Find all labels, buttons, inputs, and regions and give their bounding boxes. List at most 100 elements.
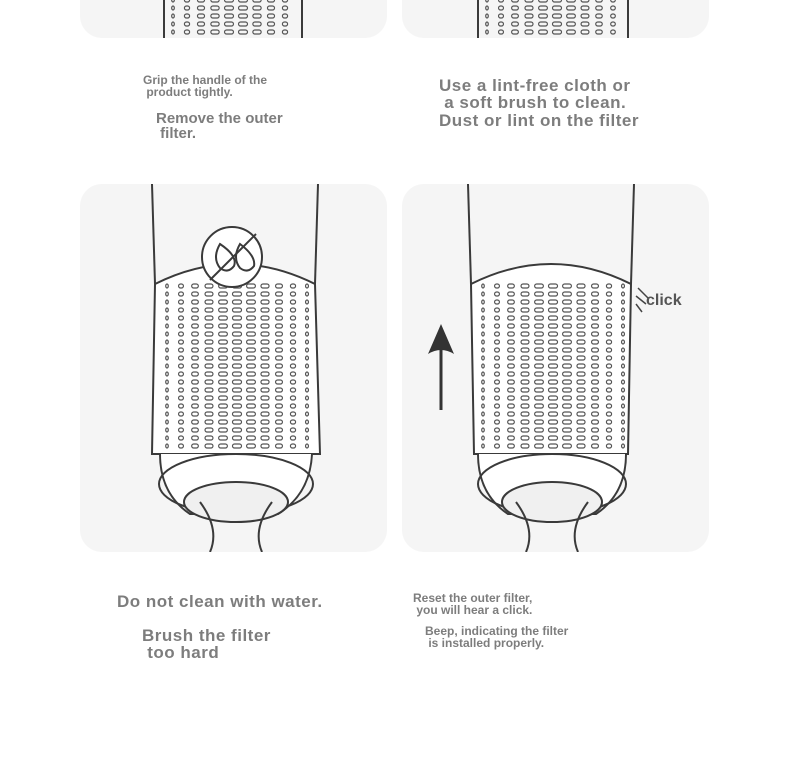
filter-hole bbox=[485, 21, 489, 27]
filter-hole bbox=[493, 315, 501, 321]
filter-hole bbox=[534, 363, 544, 369]
filter-hole bbox=[605, 339, 613, 345]
filter-hole bbox=[520, 355, 530, 361]
filter-hole bbox=[231, 371, 243, 377]
filter-hole bbox=[183, 5, 191, 11]
filter-hole bbox=[231, 443, 243, 449]
filter-hole bbox=[260, 283, 270, 289]
filter-hole bbox=[281, 29, 289, 35]
filter-hole bbox=[547, 371, 559, 377]
filter-hole bbox=[246, 427, 256, 433]
filter-hole bbox=[231, 411, 243, 417]
filter-hole bbox=[590, 419, 600, 425]
filter-hole bbox=[524, 29, 534, 35]
filter-hole bbox=[547, 395, 559, 401]
filter-hole bbox=[547, 347, 559, 353]
filter-hole bbox=[165, 411, 169, 417]
filter-hole bbox=[520, 427, 530, 433]
filter-hole bbox=[218, 435, 228, 441]
filter-hole bbox=[223, 13, 235, 19]
filter-hole bbox=[520, 419, 530, 425]
filter-hole bbox=[620, 419, 626, 425]
filter-hole bbox=[165, 339, 169, 345]
filter-hole bbox=[177, 307, 185, 313]
filter-hole bbox=[252, 13, 262, 19]
filter-hole bbox=[507, 347, 515, 353]
filter-hole bbox=[481, 371, 485, 377]
filter-hole bbox=[576, 323, 586, 329]
filter-hole bbox=[576, 371, 586, 377]
filter-hole bbox=[511, 0, 519, 3]
filter-hole bbox=[274, 339, 284, 345]
filter-hole bbox=[183, 0, 191, 3]
filter-hole bbox=[493, 339, 501, 345]
filter-hole bbox=[520, 435, 530, 441]
filter-hole bbox=[497, 5, 505, 11]
filter-hole bbox=[218, 379, 228, 385]
filter-hole bbox=[620, 395, 626, 401]
filter-hole bbox=[204, 411, 214, 417]
filter-hole bbox=[562, 363, 572, 369]
filter-hole bbox=[231, 355, 243, 361]
filter-hole bbox=[566, 0, 576, 3]
filter-hole bbox=[538, 21, 548, 27]
filter-hole bbox=[204, 443, 214, 449]
filter-hole bbox=[191, 323, 199, 329]
filter-hole bbox=[165, 443, 169, 449]
filter-hole bbox=[204, 403, 214, 409]
filter-hole bbox=[204, 339, 214, 345]
filter-hole bbox=[620, 443, 626, 449]
filter-hole bbox=[177, 339, 185, 345]
filter-hole bbox=[183, 29, 191, 35]
filter-hole bbox=[231, 435, 243, 441]
filter-hole bbox=[576, 379, 586, 385]
filter-hole bbox=[177, 403, 185, 409]
caption-no-water: Do not clean with water. bbox=[117, 592, 323, 611]
caption-dust-lint: Dust or lint on the filter bbox=[439, 111, 639, 130]
filter-hole bbox=[507, 291, 515, 297]
filter-hole bbox=[204, 395, 214, 401]
filter-hole bbox=[497, 21, 505, 27]
filter-hole bbox=[590, 387, 600, 393]
filter-hole bbox=[196, 13, 206, 19]
filter-hole bbox=[260, 339, 270, 345]
filter-hole bbox=[246, 339, 256, 345]
filter-illustration bbox=[150, 184, 322, 552]
filter-hole bbox=[520, 443, 530, 449]
filter-hole bbox=[177, 347, 185, 353]
filter-hole bbox=[177, 443, 185, 449]
filter-hole bbox=[231, 427, 243, 433]
panel-top-left bbox=[80, 0, 387, 38]
filter-illustration bbox=[163, 0, 303, 38]
filter-hole bbox=[524, 0, 534, 3]
filter-hole bbox=[534, 443, 544, 449]
filter-hole bbox=[304, 371, 310, 377]
filter-hole bbox=[274, 283, 284, 289]
filter-hole bbox=[620, 347, 626, 353]
filter-hole bbox=[605, 307, 613, 313]
filter-hole bbox=[547, 435, 559, 441]
filter-hole bbox=[605, 411, 613, 417]
filter-hole bbox=[231, 403, 243, 409]
filter-hole bbox=[481, 427, 485, 433]
filter-hole bbox=[580, 21, 590, 27]
filter-hole bbox=[260, 443, 270, 449]
filter-hole bbox=[562, 371, 572, 377]
filter-hole bbox=[204, 379, 214, 385]
filter-hole bbox=[191, 347, 199, 353]
filter-hole bbox=[605, 283, 613, 289]
filter-hole bbox=[204, 331, 214, 337]
filter-hole bbox=[218, 411, 228, 417]
filter-hole bbox=[210, 29, 220, 35]
filter-hole bbox=[218, 427, 228, 433]
filter-hole bbox=[497, 0, 505, 3]
filter-hole bbox=[590, 307, 600, 313]
filter-hole bbox=[511, 5, 519, 11]
filter-hole bbox=[562, 347, 572, 353]
filter-hole bbox=[576, 283, 586, 289]
filter-hole bbox=[165, 355, 169, 361]
filter-hole bbox=[165, 403, 169, 409]
filter-hole bbox=[289, 323, 297, 329]
filter-hole bbox=[304, 379, 310, 385]
filter-hole bbox=[610, 29, 616, 35]
